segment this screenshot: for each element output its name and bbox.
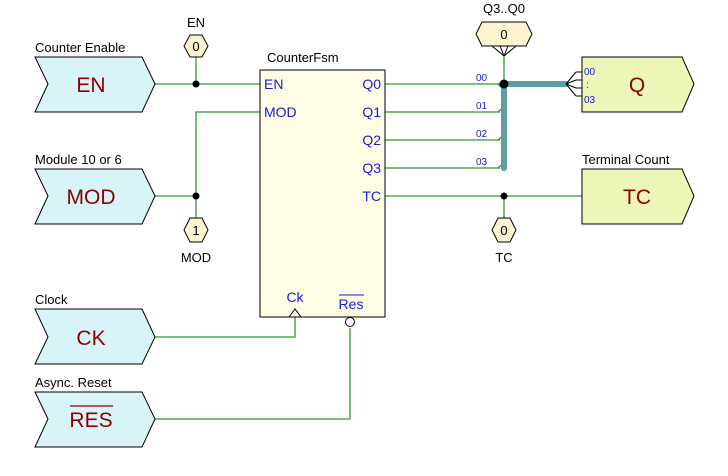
bus-index-0: 00	[476, 73, 488, 84]
probe-q[interactable]: Q3..Q0 0	[475, 1, 533, 57]
terminal-caption-tc: Terminal Count	[582, 152, 670, 167]
terminal-caption-ck: Clock	[35, 292, 68, 307]
junction-en	[192, 80, 200, 88]
block-body[interactable]	[259, 69, 386, 318]
probe-label-q: Q3..Q0	[483, 1, 525, 16]
inversion-bubble-icon	[345, 317, 355, 327]
wire-mod	[195, 111, 260, 218]
port-q2: Q2	[362, 132, 381, 148]
port-mod: MOD	[264, 104, 297, 120]
probe-fan-icon	[491, 45, 517, 57]
terminal-caption-mod: Module 10 or 6	[35, 152, 122, 167]
probe-value-en: 0	[192, 39, 199, 54]
input-terminal-ck[interactable]: Clock CK	[34, 292, 156, 365]
junction-bus	[499, 79, 509, 89]
probe-en[interactable]: EN 0	[183, 15, 209, 58]
port-tc: TC	[362, 188, 381, 204]
probe-value-q: 0	[500, 27, 507, 42]
input-terminal-en[interactable]: Counter Enable EN	[34, 40, 156, 113]
terminal-body-tc[interactable]	[581, 168, 695, 225]
wire-res	[155, 328, 351, 420]
junction-tc	[500, 192, 508, 200]
terminal-name-mod: MOD	[67, 186, 116, 209]
probe-body-q[interactable]	[475, 21, 533, 47]
junctions	[192, 79, 509, 200]
q-range-dots: :	[586, 80, 589, 91]
port-ck: Ck	[286, 289, 304, 305]
port-res: Res	[339, 296, 364, 312]
probe-value-tc: 0	[500, 223, 507, 238]
port-en: EN	[264, 76, 283, 92]
probe-label-tc: TC	[495, 250, 512, 265]
probe-tc[interactable]: 0 TC	[491, 217, 517, 265]
probe-label-mod: MOD	[181, 250, 211, 265]
terminal-name-tc: TC	[623, 186, 651, 209]
terminal-body-en[interactable]	[34, 56, 156, 113]
output-terminal-tc[interactable]: Terminal Count TC	[581, 152, 695, 225]
terminal-name-ck: CK	[76, 327, 105, 350]
probe-mod[interactable]: 1 MOD	[181, 217, 211, 265]
port-q0: Q0	[362, 76, 381, 92]
bus-fan-icon	[565, 71, 582, 97]
probe-body-en[interactable]	[183, 34, 209, 58]
probe-body-mod[interactable]	[183, 217, 209, 243]
probe-label-en: EN	[187, 15, 205, 30]
bus	[501, 81, 569, 171]
clock-edge-icon	[288, 308, 302, 318]
terminal-name-q: Q	[629, 74, 645, 97]
port-q3: Q3	[362, 160, 381, 176]
output-terminal-q[interactable]: Q 00 : 03	[565, 56, 695, 113]
terminal-body-mod[interactable]	[34, 168, 156, 225]
port-q1: Q1	[362, 104, 381, 120]
bus-index-2: 02	[476, 129, 488, 140]
terminal-name-en: EN	[76, 74, 105, 97]
terminal-body-ck[interactable]	[34, 308, 156, 365]
probe-value-mod: 1	[192, 223, 199, 238]
q-range-top: 00	[584, 67, 596, 78]
bus-index-3: 03	[476, 157, 488, 168]
q-range-bottom: 03	[584, 95, 596, 106]
probe-body-tc[interactable]	[491, 217, 517, 243]
input-terminal-mod[interactable]: Module 10 or 6 MOD	[34, 152, 156, 225]
junction-mod	[192, 192, 200, 200]
terminal-caption-en: Counter Enable	[35, 40, 125, 55]
bus-index-1: 01	[476, 101, 488, 112]
terminal-body-res[interactable]	[34, 391, 156, 448]
input-terminal-res[interactable]: Async. Reset RES	[34, 375, 156, 448]
counter-fsm-block[interactable]: CounterFsm EN MOD Q0 Q1 Q2 Q3 TC Ck Res	[259, 50, 386, 327]
terminal-body-q[interactable]	[581, 56, 695, 113]
wires	[155, 57, 582, 420]
terminal-caption-res: Async. Reset	[35, 375, 112, 390]
block-title: CounterFsm	[267, 50, 339, 65]
wire-ck	[155, 317, 296, 338]
terminal-name-res: RES	[69, 409, 112, 432]
